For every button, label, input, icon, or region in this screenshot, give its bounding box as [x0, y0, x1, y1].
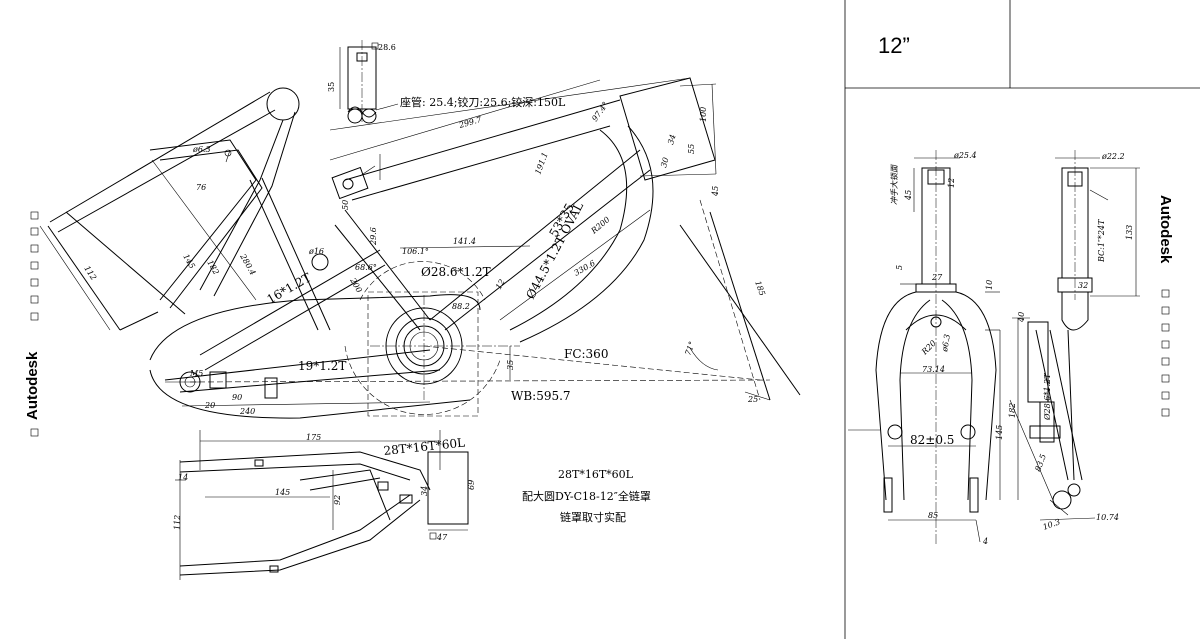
wheelbase-label: WB:595.7	[511, 389, 571, 403]
fork-d27: 27	[931, 273, 943, 282]
dim-35: 35	[506, 360, 515, 370]
angle-68: 68.6°	[355, 263, 377, 272]
dim-63-rack: ø6.3	[192, 145, 211, 154]
chainstay: 90 20 19*1.2T 240 M5	[149, 294, 481, 419]
dim-185: 185	[753, 280, 767, 297]
dim-76: 76	[196, 183, 206, 192]
fork-d40: 40	[1017, 312, 1026, 323]
dim-182-rack: 182	[205, 259, 220, 277]
dim-100: 100	[699, 107, 708, 122]
dim-299: 299.7	[457, 115, 483, 130]
front-center-label: FC:360	[564, 347, 608, 361]
chain-guard-notes: 28T*16T*60L 配大圆DY-C18-12″全链罩 链罩取寸实配	[522, 468, 651, 524]
fork-height-45: 45	[904, 190, 913, 201]
fork-d145: 145	[995, 425, 1004, 440]
square-section-label: 28.6	[378, 43, 396, 52]
fork-d12: 12	[947, 178, 956, 188]
dim-14: 14	[178, 473, 188, 482]
dim-141: 141.4	[453, 237, 476, 246]
fork-d5: 5	[895, 265, 904, 270]
dim-92: 92	[333, 495, 342, 505]
dim-280-rack: 280.4	[238, 252, 258, 277]
dim-90: 90	[232, 393, 242, 402]
dim-145-rack: 145	[181, 253, 196, 271]
fork-d4: 4	[982, 537, 988, 546]
dim-45: 45	[711, 186, 720, 197]
dim-330: 330.6	[573, 258, 597, 277]
watermark-left: Autodesk	[24, 211, 41, 437]
frame-drawing: 28.6 35 座管: 25.4;铰刀:25.6;铰深:150L ø6.3 76…	[39, 40, 801, 580]
fork-spacing: 82±0.5	[910, 433, 954, 447]
chain-guard-spec: 28T*16T*60L	[383, 436, 466, 458]
fork-tube-spec: Ø28.6*1.2T	[1043, 373, 1052, 421]
dim-47: 47	[436, 533, 448, 542]
fork-length-133: 133	[1125, 225, 1134, 240]
seat-tube-spec: 座管: 25.4;铰刀:25.6;铰深:150L	[400, 95, 566, 109]
dim-50: 50	[341, 200, 350, 210]
seat-clamp: 50	[331, 154, 381, 210]
dim-34-guard: 34	[420, 486, 429, 496]
head-tube: 53*35 Ø44.5*1.2T OVAL 97.4° 34 30 191.1 …	[509, 77, 720, 343]
fork-drawing: ø25.4 45 冲手大锁面 12 27 R20 ø6.3 73.14 82±0…	[848, 150, 1140, 546]
fork-rake: 25 185 71°	[679, 199, 801, 404]
fork-steerer-dia: ø25.4	[953, 151, 977, 160]
watermark-text-left: Autodesk	[24, 351, 41, 420]
dim-30: 30	[659, 156, 670, 168]
dim-112-guard: 112	[173, 515, 182, 530]
note-line-3: 链罩取寸实配	[560, 510, 626, 524]
fork-note-vertical: 冲手大锁面	[890, 163, 899, 205]
dim-88: 88.2	[452, 302, 470, 311]
size-label: 12”	[878, 33, 910, 58]
r200: R200	[589, 215, 612, 236]
angle-106: 106.1°	[402, 247, 429, 256]
dim-296: 29.6	[369, 227, 378, 246]
note-line-2: 配大圆DY-C18-12″全链罩	[522, 489, 651, 503]
angle-71: 71°	[683, 340, 696, 356]
dim-25: 25	[747, 395, 758, 404]
fork-thread: BC:1″*24T	[1097, 219, 1106, 263]
fork-d182: 182	[1008, 403, 1017, 418]
fork-d10: 10	[985, 280, 994, 290]
title-block: 12”	[844, 0, 1200, 639]
dim-m5: M5	[189, 369, 203, 378]
dim-240: 240	[239, 407, 255, 416]
seat-tube-detail: 28.6 35 座管: 25.4;铰刀:25.6;铰深:150L	[327, 40, 566, 124]
dim-55: 55	[687, 144, 696, 154]
dim-145-guard: 145	[275, 488, 290, 497]
fork-d103: 10.3	[1042, 517, 1062, 532]
fork-steerer-dia-side: ø22.2	[1101, 152, 1125, 161]
bottom-bracket: 88.2 35	[344, 261, 520, 417]
watermark-right: Autodesk	[1157, 195, 1174, 417]
fork-d835: 83.5	[1033, 453, 1048, 473]
fork-r20: R20	[919, 339, 938, 358]
dim-35-top: 35	[327, 82, 336, 92]
fork-d1074: 10.74	[1096, 513, 1119, 522]
dim-69: 69	[467, 480, 476, 490]
dim-191: 191.1	[533, 151, 549, 176]
fork-width-73: 73.14	[922, 365, 945, 374]
fork-width-85: 85	[928, 511, 938, 520]
down-tube: Ø28.6*1.2T 141.4 106.1° 68.6° 200 29.6 1…	[199, 149, 651, 371]
dim-16: ø16	[308, 247, 324, 256]
down-tube-spec: Ø28.6*1.2T	[421, 265, 491, 279]
fork-d32: 32	[1078, 281, 1088, 290]
fork-hole: ø6.3	[940, 334, 952, 354]
watermark-text-right: Autodesk	[1157, 195, 1174, 264]
stay-tube-spec: 19*1.2T	[298, 359, 346, 373]
dim-12: 12	[494, 278, 507, 291]
note-line-1: 28T*16T*60L	[558, 468, 634, 481]
angle-seat: 97.4°	[590, 100, 610, 123]
dim-34: 34	[666, 133, 677, 145]
dim-175: 175	[306, 433, 321, 442]
chain-guard: 175 28T*16T*60L 14 112 145 92 69 34 47	[173, 430, 476, 580]
